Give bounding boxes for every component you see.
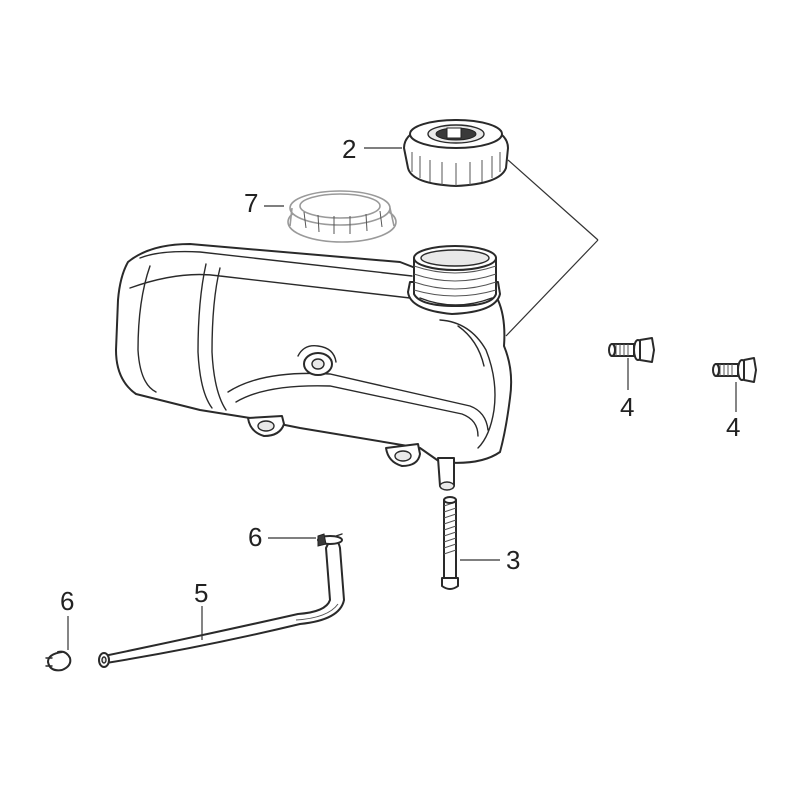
callout-clamp-lower: 6	[60, 586, 74, 616]
hose-clamp-upper[interactable]	[317, 533, 343, 547]
flange-bolt-a[interactable]	[608, 337, 655, 363]
fuel-strainer[interactable]	[287, 190, 397, 243]
callout-bolt-a: 4	[620, 392, 634, 422]
fuel-hose[interactable]	[98, 538, 345, 668]
fuel-cap[interactable]	[403, 119, 509, 187]
fuel-tank[interactable]	[115, 243, 513, 491]
callout-strainer: 7	[244, 188, 258, 218]
callout-bolt-b: 4	[726, 412, 740, 442]
callout-drain-bolt: 3	[506, 545, 520, 575]
callout-cap: 2	[342, 134, 356, 164]
hose-clamp-lower[interactable]	[45, 650, 72, 672]
drain-bolt[interactable]	[441, 496, 459, 590]
flange-bolt-b[interactable]	[712, 357, 757, 383]
leader-lines	[67, 147, 737, 650]
callout-hose: 5	[194, 578, 208, 608]
callout-clamp-upper: 6	[248, 522, 262, 552]
